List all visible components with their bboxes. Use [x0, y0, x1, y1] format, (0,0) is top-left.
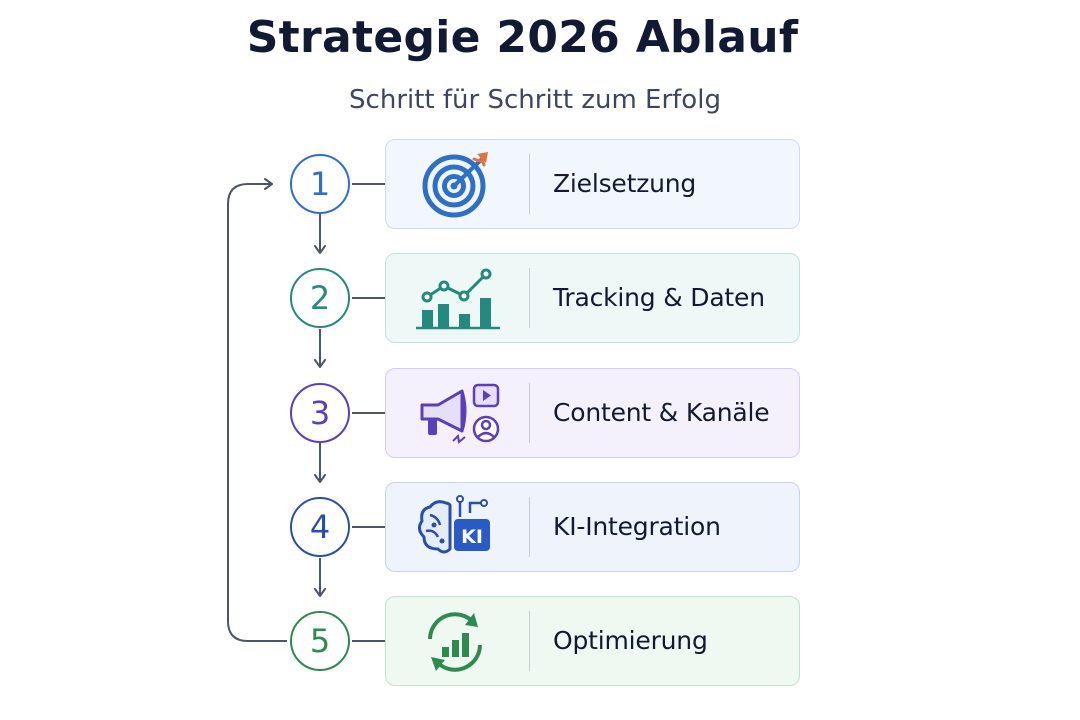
step-5-label: Optimierung	[553, 626, 708, 655]
step-1-number-circle: 1	[290, 154, 350, 214]
step-2-number-circle: 2	[290, 268, 350, 328]
megaphone-icon	[420, 383, 500, 444]
optimization-cycle-icon	[428, 612, 482, 672]
chart-growth-icon	[416, 268, 500, 330]
card-divider	[529, 383, 530, 443]
step-card-zielsetzung: Zielsetzung	[385, 139, 800, 229]
step-2-label: Tracking & Daten	[553, 283, 765, 312]
card-divider	[529, 497, 530, 557]
step-3-number-circle: 3	[290, 383, 350, 443]
page-subtitle: Schritt für Schritt zum Erfolg	[349, 85, 721, 115]
step-5-number-circle: 5	[290, 611, 350, 671]
step-1-label: Zielsetzung	[553, 169, 697, 198]
card-divider	[529, 611, 530, 671]
target-icon	[422, 152, 488, 218]
ki-badge-text: KI	[461, 526, 483, 548]
step-card-ki: KI KI-Integration	[385, 482, 800, 572]
step-card-content: Content & Kanäle	[385, 368, 800, 458]
ai-brain-icon: KI	[417, 495, 490, 554]
step-4-label: KI-Integration	[553, 512, 721, 541]
step-4-number-circle: 4	[290, 497, 350, 557]
feedback-loop-arrow	[227, 178, 287, 642]
card-divider	[529, 154, 530, 214]
card-divider	[529, 268, 530, 328]
step-3-label: Content & Kanäle	[553, 398, 770, 427]
page-title: Strategie 2026 Ablauf	[246, 12, 799, 63]
step-card-optimierung: Optimierung	[385, 596, 800, 686]
step-card-tracking: Tracking & Daten	[385, 253, 800, 343]
